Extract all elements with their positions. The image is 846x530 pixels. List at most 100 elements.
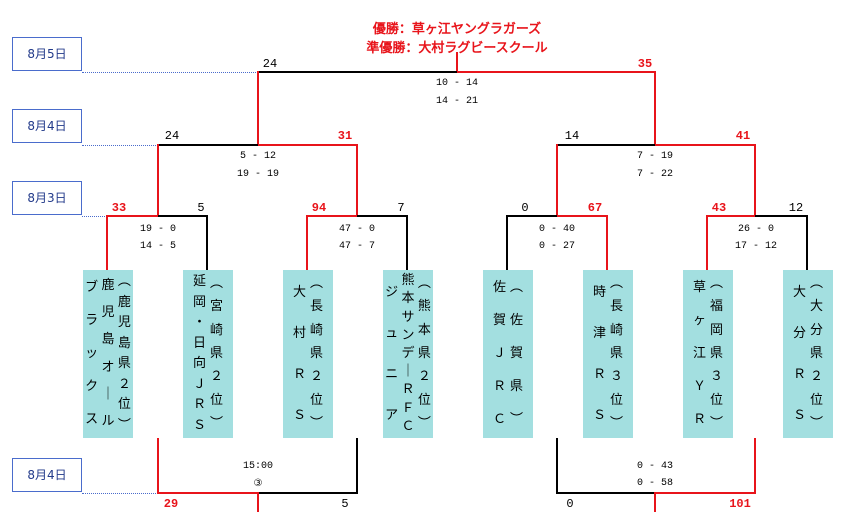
qf-1-half-1: 19 - 0	[139, 224, 176, 235]
placement-1-line-right	[258, 492, 358, 494]
placement-1-ground: ③	[253, 479, 263, 490]
semi-2-half-1: 7 - 19	[636, 151, 673, 162]
date-quarter: 8月3日	[12, 181, 82, 215]
date-guide-line	[82, 216, 107, 217]
placement-1-right-line	[356, 438, 358, 494]
placement-1-right-score: 5	[341, 497, 349, 511]
semi-1-winner-line	[257, 71, 259, 146]
team-3-line	[306, 215, 308, 270]
semi-1-left-score: 24	[164, 129, 180, 143]
qf-2-half-2: 47 - 7	[338, 241, 375, 252]
qf-4-line-right	[755, 215, 808, 217]
qf-3-right-score: 67	[587, 201, 603, 215]
qf-3-winner-line	[556, 144, 558, 217]
qf-3-line-right	[557, 215, 608, 217]
placement-1-left-line	[157, 438, 159, 494]
placement-1-winner-line	[257, 492, 259, 512]
qf-2-half-1: 47 - 0	[338, 224, 375, 235]
qf-1-line-right	[158, 215, 208, 217]
qf-4-half-2: 17 - 12	[734, 241, 777, 252]
date-guide-line	[82, 493, 158, 494]
placement-2-line-right	[655, 492, 756, 494]
qf-4-left-score: 43	[711, 201, 727, 215]
qf-1-left-score: 33	[111, 201, 127, 215]
team-6-line	[606, 215, 608, 270]
team-name-cont: ジュニア	[385, 284, 399, 423]
placement-2-right-line	[754, 438, 756, 494]
qf-3-left-score: 0	[521, 201, 529, 215]
qf-2-line-left	[307, 215, 357, 217]
champion-label: 優勝：草ヶ江ヤングラガーズ	[372, 22, 542, 37]
qf-3-line-left	[507, 215, 557, 217]
qf-4-line-left	[707, 215, 755, 217]
semi-2-half-2: 7 - 22	[636, 169, 673, 180]
semi-2-right-score: 41	[735, 129, 751, 143]
team-2-line	[206, 215, 208, 270]
semi-1-line-right	[258, 144, 358, 146]
team-7-line	[706, 215, 708, 270]
placement-2-line-left	[556, 492, 655, 494]
qf-4-half-1: 26 - 0	[737, 224, 774, 235]
date-guide-line	[82, 72, 258, 73]
team-prefecture: ︵佐賀県︶	[509, 280, 523, 427]
final-line-left	[258, 71, 457, 73]
final-right-score: 35	[637, 57, 653, 71]
qf-2-right-score: 7	[397, 201, 405, 215]
qf-3-half-1: 0 - 40	[538, 224, 575, 235]
placement-2-right-score: 101	[729, 497, 751, 511]
placement-1-time: 15:00	[242, 461, 273, 472]
qf-2-left-score: 94	[311, 201, 327, 215]
date-placement: 8月4日	[12, 458, 82, 492]
semi-2-left-score: 14	[564, 129, 580, 143]
placement-1-left-score: 29	[163, 497, 179, 511]
qf-2-line-right	[357, 215, 408, 217]
champion-line	[456, 52, 458, 73]
qf-3-half-2: 0 - 27	[538, 241, 575, 252]
placement-2-winner-line	[654, 492, 656, 512]
placement-2-left-line	[556, 438, 558, 494]
qf-1-right-score: 5	[197, 201, 205, 215]
team-5-line	[506, 215, 508, 270]
semi-1-right-score: 31	[337, 129, 353, 143]
final-half-1: 10 - 14	[435, 78, 478, 89]
semi-1-half-2: 19 - 19	[236, 169, 279, 180]
placement-2-left-score: 0	[566, 497, 574, 511]
team-name-cont: ブラックス	[85, 280, 99, 427]
semi-1-half-1: 5 - 12	[239, 151, 276, 162]
semi-2-line-left	[557, 144, 655, 146]
qf-2-winner-line	[356, 144, 358, 217]
team-name: 鹿児島オ｜ル	[101, 277, 115, 430]
qf-1-line-left	[107, 215, 158, 217]
date-guide-line	[82, 145, 158, 146]
final-left-score: 24	[262, 57, 278, 71]
qf-1-half-2: 14 - 5	[139, 241, 176, 252]
placement-2-half-2: 0 - 58	[636, 478, 673, 489]
qf-1-winner-line	[157, 144, 159, 217]
semi-1-line-left	[158, 144, 258, 146]
qf-4-right-score: 12	[788, 201, 804, 215]
placement-1-line-left	[157, 492, 258, 494]
final-half-2: 14 - 21	[435, 96, 478, 107]
team-4-line	[406, 215, 408, 270]
